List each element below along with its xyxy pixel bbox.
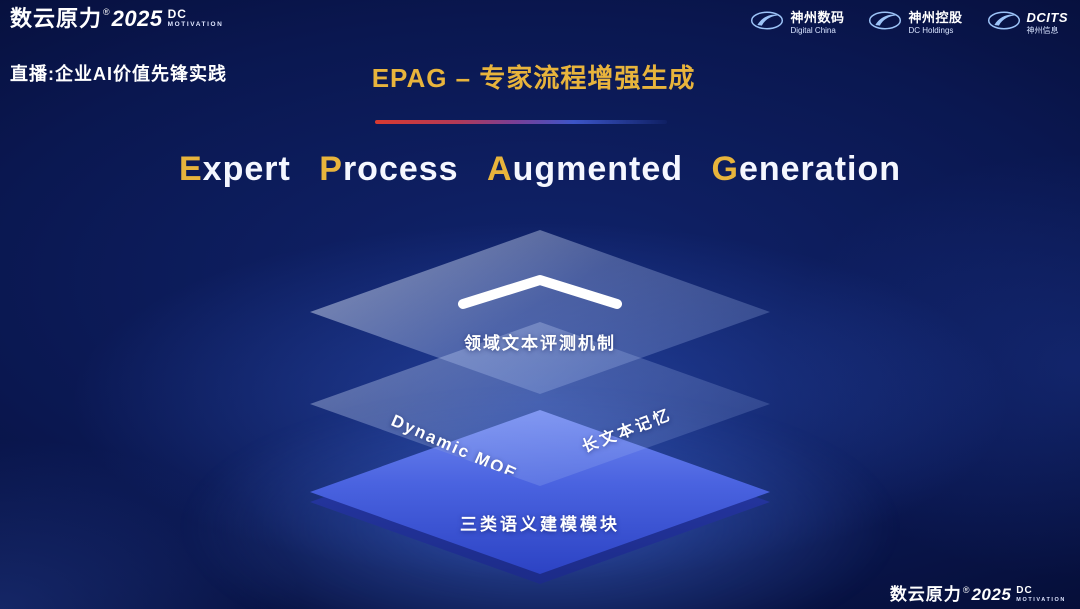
partner-name: 神州控股 (908, 9, 963, 25)
partner-logos: 神州数码 Digital China 神州控股 DC Holdings (750, 10, 1068, 36)
page-title: EPAG – 专家流程增强生成 (371, 63, 696, 93)
registered-mark: ® (962, 584, 970, 595)
heading-word: Process (319, 150, 459, 188)
brand-year: 2025 (111, 6, 163, 31)
bottom-layer-label: 三类语义建模模块 (460, 515, 620, 534)
brand-motivation: MOTIVATION (1016, 596, 1066, 603)
brand-name: 数云原力 (889, 584, 962, 604)
footer-brand-logo: 数云原力 ® 2025 DC MOTIVATION (889, 584, 1066, 604)
gradient-divider (375, 120, 667, 124)
brand-motivation: MOTIVATION (167, 21, 224, 28)
heading-word: Expert (178, 150, 291, 188)
brand-dc: DC (167, 7, 187, 21)
top-layer-label: 领域文本评测机制 (464, 334, 616, 353)
registered-mark: ® (103, 7, 110, 17)
partner-logo-dcits: DCITS 神州信息 (987, 10, 1069, 36)
swoosh-icon (987, 10, 1021, 36)
brand-dc: DC (1016, 584, 1033, 596)
brand-dc-block: DC MOTIVATION (168, 8, 224, 29)
partner-text: DCITS 神州信息 (1026, 9, 1069, 35)
brand-dc-block: DC MOTIVATION (1016, 584, 1066, 604)
partner-text: 神州数码 Digital China (790, 9, 845, 35)
swoosh-icon (868, 10, 902, 36)
live-stream-label: 直播:企业AI价值先锋实践 (10, 64, 227, 84)
heading-word: Augmented (487, 150, 684, 188)
partner-subtitle: DC Holdings (908, 25, 954, 35)
brand-name: 数云原力 (10, 6, 103, 31)
stack-layer-top: 领域文本评测机制 (310, 230, 770, 394)
brand-year: 2025 (971, 584, 1012, 604)
main-heading: Expert Process Augmented Generation (0, 150, 1080, 189)
chevron-up-icon (454, 270, 626, 319)
partner-subtitle: 神州信息 (1026, 25, 1059, 35)
partner-subtitle: Digital China (790, 25, 836, 35)
heading-word: Generation (711, 150, 902, 188)
partner-name: 神州数码 (790, 9, 845, 25)
partner-logo-dc-holdings: 神州控股 DC Holdings (868, 10, 962, 36)
swoosh-icon (750, 10, 784, 36)
brand-logo: 数云原力 ® 2025 DC MOTIVATION (10, 8, 223, 30)
partner-text: 神州控股 DC Holdings (908, 9, 963, 35)
partner-name: DCITS (1026, 9, 1068, 25)
partner-logo-digital-china: 神州数码 Digital China (750, 10, 844, 36)
